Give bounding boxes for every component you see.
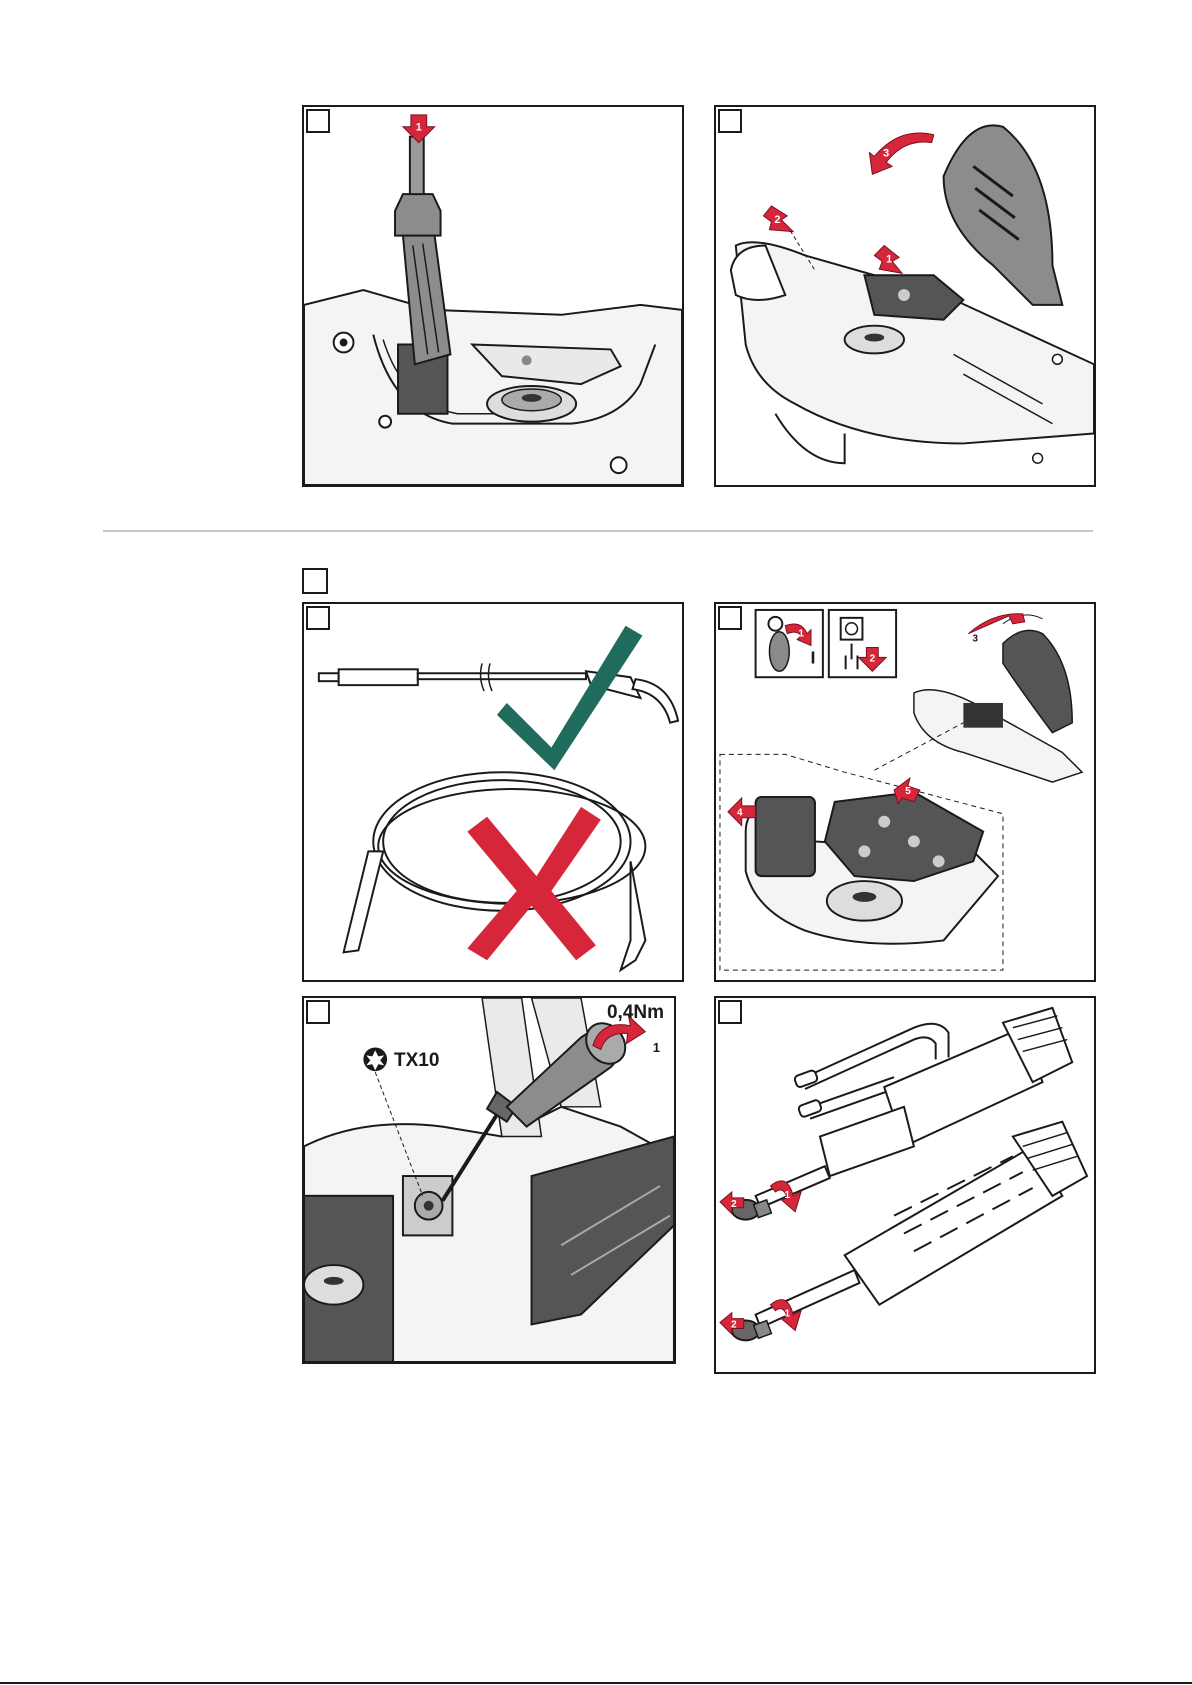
illustration-panel-6: 1 2 1 2 <box>714 996 1096 1374</box>
open-lever-illustration: 1 2 3 <box>716 107 1094 485</box>
arrow-step-label: 1 <box>886 253 892 265</box>
torque-value: 0,4Nm <box>607 1002 664 1024</box>
arrow-step-label: 2 <box>731 1319 737 1330</box>
arrow-step-label: 5 <box>905 786 911 797</box>
illustration-panel-3 <box>302 602 684 982</box>
cable-handling-illustration <box>304 604 682 980</box>
unscrew-tips-illustration: 1 2 1 2 <box>716 998 1094 1372</box>
section-divider <box>103 530 1093 532</box>
switch-on-label: I <box>811 647 816 667</box>
open-cover-illustration: O I 1 2 3 4 5 <box>716 604 1094 980</box>
arrow-step-label: 1 <box>653 1040 660 1055</box>
section-step-box <box>302 568 328 594</box>
arrow-step-label: 2 <box>774 214 780 226</box>
illustration-panel-4: O I 1 2 3 4 5 <box>714 602 1096 982</box>
arrow-step-label: 3 <box>883 147 889 159</box>
illustration-panel-1: 1 <box>302 105 684 487</box>
arrow-step-label: 1 <box>416 122 422 134</box>
arrow-step-label: 2 <box>731 1199 737 1210</box>
illustration-panel-2: 1 2 3 <box>714 105 1096 487</box>
screwdriver-illustration: 1 <box>304 107 682 485</box>
arrow-step-label: 1 <box>785 1190 791 1201</box>
footer-rule <box>0 1682 1192 1684</box>
arrow-step-label: 3 <box>973 634 979 645</box>
arrow-step-label: 1 <box>785 1309 791 1320</box>
arrow-step-label: 2 <box>870 653 876 664</box>
illustration-panel-5: 0,4Nm TX10 1 <box>302 996 676 1364</box>
torx-icon <box>363 1047 387 1071</box>
arrow-step-label: 1 <box>798 629 804 640</box>
arrow-step-label: 4 <box>737 808 743 819</box>
check-icon <box>497 626 642 770</box>
tighten-screw-illustration <box>304 998 674 1362</box>
cross-icon <box>467 807 601 960</box>
tool-size-label: TX10 <box>394 1050 439 1072</box>
